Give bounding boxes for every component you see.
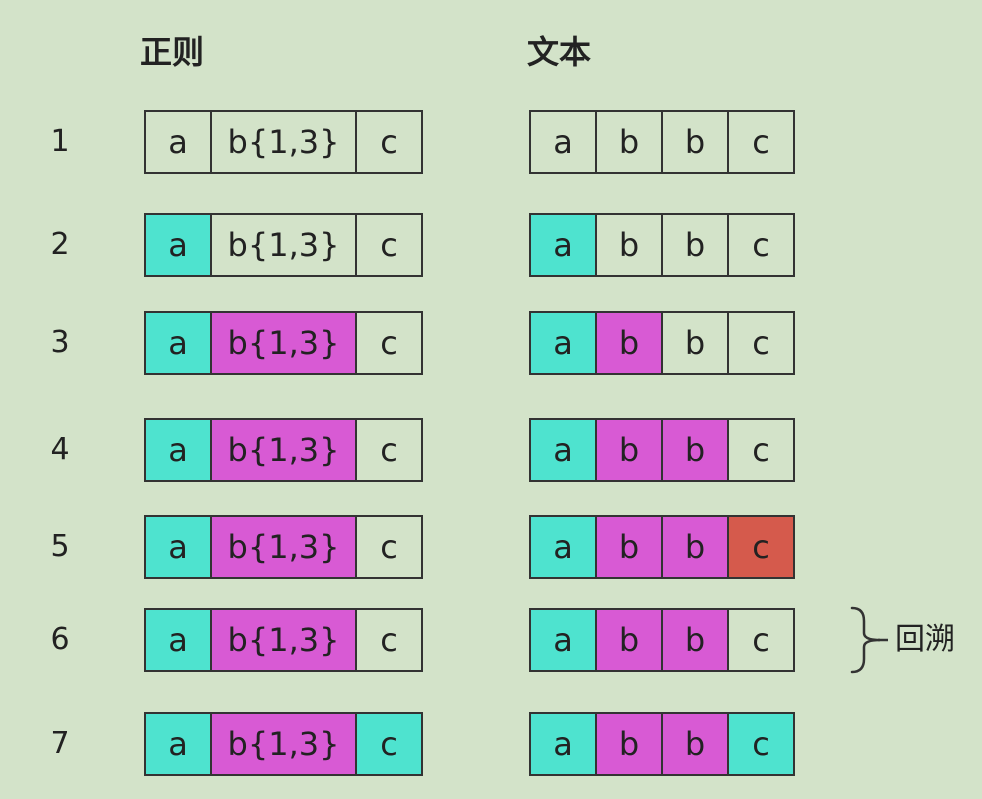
regex-token-cell: c bbox=[355, 515, 423, 579]
text-char-cell: b bbox=[595, 213, 663, 277]
text-char-cell: c bbox=[727, 213, 795, 277]
text-char-cell: c bbox=[727, 110, 795, 174]
text-char-cell: a bbox=[529, 712, 597, 776]
regex-token-cell: b{1,3} bbox=[210, 515, 357, 579]
text-char-cell: b bbox=[595, 608, 663, 672]
text-char-cell: c bbox=[727, 608, 795, 672]
text-char-cell: a bbox=[529, 311, 597, 375]
text-char-cell: a bbox=[529, 110, 597, 174]
text-char-cell: b bbox=[595, 311, 663, 375]
backtrack-label: 回溯 bbox=[895, 622, 955, 657]
regex-token-cell: c bbox=[355, 712, 423, 776]
text-char-cell: b bbox=[595, 110, 663, 174]
text-char-cell: b bbox=[661, 213, 729, 277]
step-number: 1 bbox=[50, 124, 70, 159]
step-number: 6 bbox=[50, 622, 70, 657]
regex-token-cell: b{1,3} bbox=[210, 418, 357, 482]
regex-column-header: 正则 bbox=[140, 33, 205, 71]
text-char-cell: b bbox=[595, 712, 663, 776]
step-number: 5 bbox=[50, 529, 70, 564]
step-number: 2 bbox=[50, 227, 70, 262]
text-char-cell: b bbox=[595, 515, 663, 579]
regex-token-cell: a bbox=[144, 311, 212, 375]
text-char-cell: b bbox=[661, 110, 729, 174]
regex-token-cell: c bbox=[355, 311, 423, 375]
regex-token-cell: a bbox=[144, 712, 212, 776]
step-number: 4 bbox=[50, 432, 70, 467]
regex-token-cell: a bbox=[144, 110, 212, 174]
text-char-cell: a bbox=[529, 608, 597, 672]
text-char-cell: b bbox=[661, 608, 729, 672]
regex-token-cell: c bbox=[355, 213, 423, 277]
regex-token-cell: c bbox=[355, 418, 423, 482]
text-char-cell: b bbox=[661, 418, 729, 482]
regex-token-cell: a bbox=[144, 213, 212, 277]
regex-token-cell: b{1,3} bbox=[210, 311, 357, 375]
regex-token-cell: c bbox=[355, 608, 423, 672]
text-char-cell: b bbox=[661, 515, 729, 579]
regex-token-cell: a bbox=[144, 608, 212, 672]
regex-token-cell: a bbox=[144, 515, 212, 579]
text-char-cell: a bbox=[529, 418, 597, 482]
text-char-cell: b bbox=[595, 418, 663, 482]
text-column-header: 文本 bbox=[527, 33, 592, 71]
brace-icon bbox=[850, 606, 888, 674]
text-char-cell: a bbox=[529, 213, 597, 277]
regex-token-cell: c bbox=[355, 110, 423, 174]
text-char-cell: c bbox=[727, 418, 795, 482]
regex-token-cell: b{1,3} bbox=[210, 712, 357, 776]
step-number: 7 bbox=[50, 726, 70, 761]
regex-token-cell: b{1,3} bbox=[210, 213, 357, 277]
text-char-cell: c bbox=[727, 515, 795, 579]
text-char-cell: c bbox=[727, 712, 795, 776]
regex-token-cell: b{1,3} bbox=[210, 110, 357, 174]
regex-token-cell: b{1,3} bbox=[210, 608, 357, 672]
text-char-cell: b bbox=[661, 311, 729, 375]
text-char-cell: a bbox=[529, 515, 597, 579]
text-char-cell: b bbox=[661, 712, 729, 776]
regex-token-cell: a bbox=[144, 418, 212, 482]
text-char-cell: c bbox=[727, 311, 795, 375]
step-number: 3 bbox=[50, 325, 70, 360]
